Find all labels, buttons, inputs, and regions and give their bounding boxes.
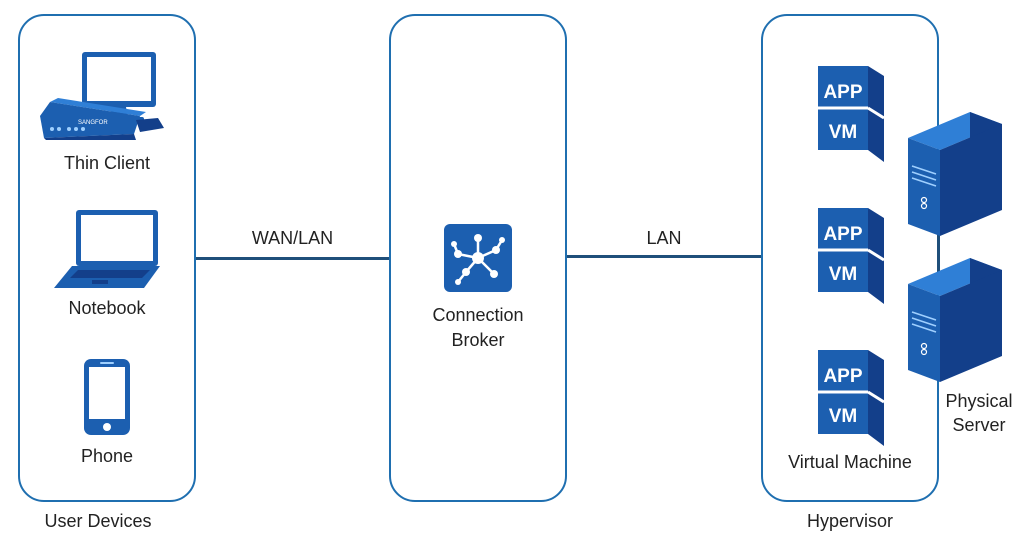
thin-client-icon: SANGFOR	[40, 52, 164, 140]
vm-icon: APP VM	[818, 350, 885, 446]
server-icon	[908, 258, 1002, 382]
notebook-label: Notebook	[68, 298, 146, 318]
physical-server-label-line2: Server	[952, 415, 1006, 435]
lan-link-line	[567, 255, 761, 258]
server-link-line	[937, 234, 940, 292]
svg-text:VM: VM	[829, 264, 858, 285]
svg-text:APP: APP	[823, 366, 862, 387]
svg-text:VM: VM	[829, 406, 858, 427]
svg-text:SANGFOR: SANGFOR	[78, 120, 108, 126]
thin-client-label: Thin Client	[63, 153, 151, 173]
phone-icon	[84, 359, 130, 435]
server-icon	[908, 112, 1002, 236]
user-devices-title: User Devices	[44, 511, 152, 531]
vm-icon: APP VM	[818, 208, 885, 304]
notebook-icon	[54, 210, 160, 288]
svg-text:APP: APP	[823, 224, 862, 245]
wan-lan-label: WAN/LAN	[251, 228, 334, 248]
svg-text:VM: VM	[829, 122, 858, 143]
physical-server-label-line1: Physical	[945, 391, 1013, 411]
hypervisor-title: Hypervisor	[806, 511, 894, 531]
svg-text:APP: APP	[823, 82, 862, 103]
connection-broker-label-line2: Broker	[451, 330, 505, 350]
vm-icon: APP VM	[818, 66, 885, 162]
connection-broker-icon	[444, 224, 512, 292]
virtual-machine-label: Virtual Machine	[788, 452, 912, 472]
phone-label: Phone	[80, 446, 134, 466]
connection-broker-label-line1: Connection	[432, 305, 524, 325]
lan-label: LAN	[646, 228, 682, 248]
wan-lan-link-line	[196, 257, 389, 260]
